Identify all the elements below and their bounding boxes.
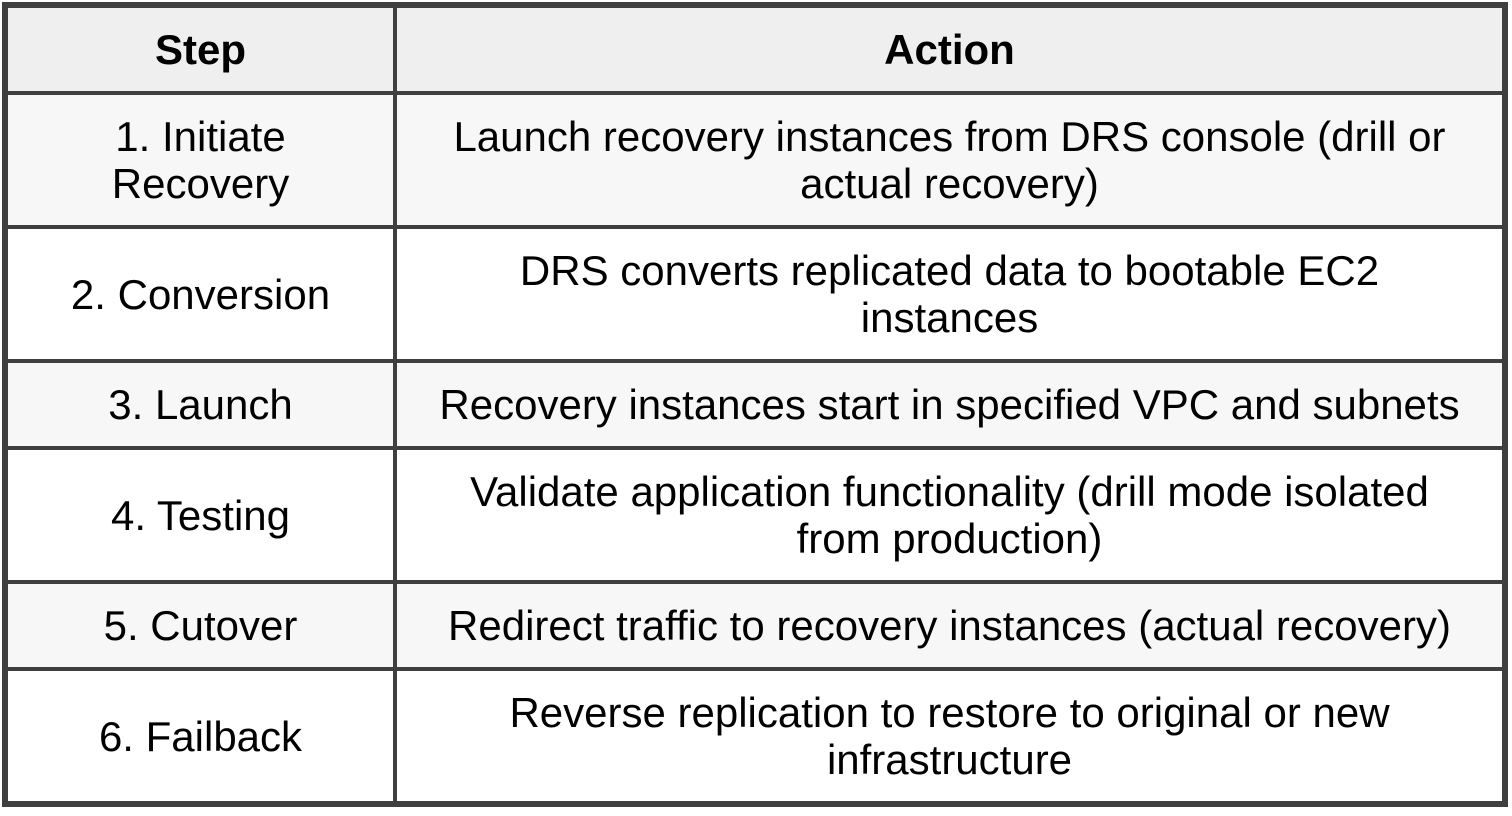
action-cell: Validate application functionality (dril… <box>393 446 1507 584</box>
action-cell: Launch recovery instances from DRS conso… <box>393 91 1507 229</box>
action-cell: DRS converts replicated data to bootable… <box>393 225 1507 363</box>
step-cell: 5. Cutover <box>3 580 397 671</box>
table-row: 1. Initiate Recovery Launch recovery ins… <box>3 91 1507 229</box>
table-row: 3. Launch Recovery instances start in sp… <box>3 359 1507 450</box>
step-cell: 6. Failback <box>3 667 397 806</box>
table-row: 5. Cutover Redirect traffic to recovery … <box>3 580 1507 671</box>
column-header-step: Step <box>3 3 397 95</box>
table-row: 2. Conversion DRS converts replicated da… <box>3 225 1507 363</box>
table-body: 1. Initiate Recovery Launch recovery ins… <box>3 91 1507 806</box>
table-header: Step Action <box>3 3 1507 95</box>
action-cell: Redirect traffic to recovery instances (… <box>393 580 1507 671</box>
column-header-action: Action <box>393 3 1507 95</box>
header-row: Step Action <box>3 3 1507 95</box>
table-row: 6. Failback Reverse replication to resto… <box>3 667 1507 806</box>
step-cell: 3. Launch <box>3 359 397 450</box>
action-cell: Reverse replication to restore to origin… <box>393 667 1507 806</box>
action-cell: Recovery instances start in specified VP… <box>393 359 1507 450</box>
table-row: 4. Testing Validate application function… <box>3 446 1507 584</box>
step-cell: 4. Testing <box>3 446 397 584</box>
step-cell: 1. Initiate Recovery <box>3 91 397 229</box>
step-cell: 2. Conversion <box>3 225 397 363</box>
